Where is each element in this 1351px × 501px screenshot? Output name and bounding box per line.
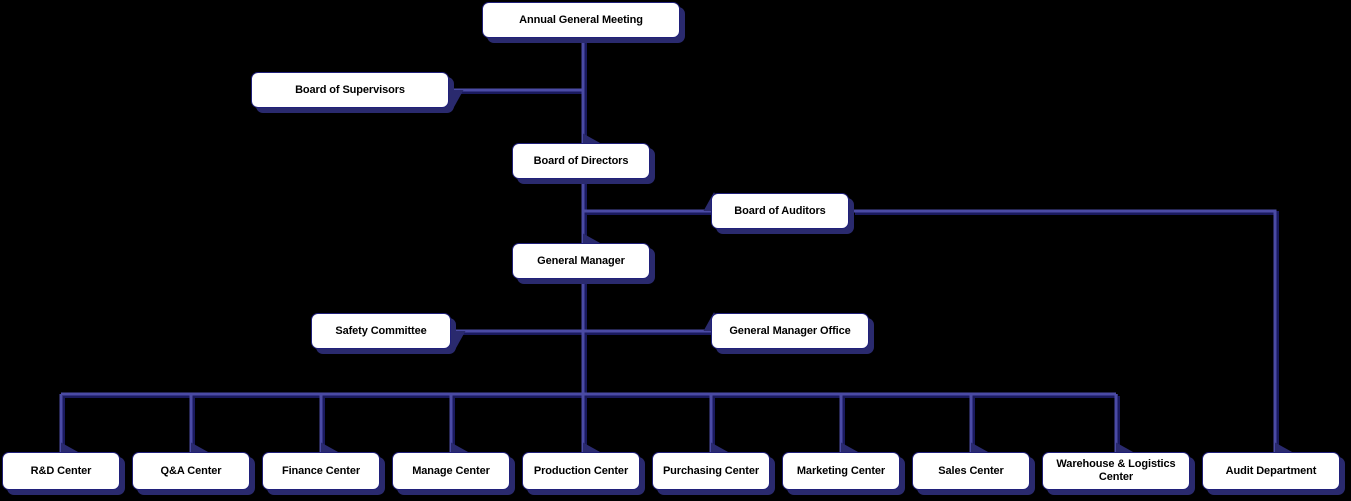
node-label-finance-center: Finance Center xyxy=(281,464,361,477)
node-label-sales-center: Sales Center xyxy=(938,464,1004,477)
node-label-safety-committee: Safety Committee xyxy=(335,324,427,337)
node-finance-center[interactable]: Finance Center xyxy=(262,452,380,490)
node-label-gm-office: General Manager Office xyxy=(729,324,851,337)
node-warehouse-center[interactable]: Warehouse & Logistics Center xyxy=(1042,452,1190,490)
node-label-marketing-center: Marketing Center xyxy=(796,464,886,477)
node-rd-center[interactable]: R&D Center xyxy=(2,452,120,490)
node-agm[interactable]: Annual General Meeting xyxy=(482,2,680,38)
node-marketing-center[interactable]: Marketing Center xyxy=(782,452,900,490)
node-manage-center[interactable]: Manage Center xyxy=(392,452,510,490)
node-directors[interactable]: Board of Directors xyxy=(512,143,650,179)
node-label-auditors: Board of Auditors xyxy=(734,204,826,217)
node-label-audit-department: Audit Department xyxy=(1225,464,1317,477)
node-general-manager[interactable]: General Manager xyxy=(512,243,650,279)
node-qa-center[interactable]: Q&A Center xyxy=(132,452,250,490)
node-label-rd-center: R&D Center xyxy=(30,464,92,477)
connector-shadows xyxy=(61,40,1279,455)
node-gm-office[interactable]: General Manager Office xyxy=(711,313,869,349)
node-label-supervisors: Board of Supervisors xyxy=(295,83,405,96)
node-label-directors: Board of Directors xyxy=(533,154,629,167)
node-label-qa-center: Q&A Center xyxy=(160,464,222,477)
node-sales-center[interactable]: Sales Center xyxy=(912,452,1030,490)
node-auditors[interactable]: Board of Auditors xyxy=(711,193,849,229)
node-audit-department[interactable]: Audit Department xyxy=(1202,452,1340,490)
node-label-general-manager: General Manager xyxy=(537,254,625,267)
node-label-production-center: Production Center xyxy=(533,464,629,477)
node-label-purchasing-center: Purchasing Center xyxy=(662,464,760,477)
node-label-warehouse-center: Warehouse & Logistics Center xyxy=(1056,458,1176,483)
node-safety-committee[interactable]: Safety Committee xyxy=(311,313,451,349)
node-production-center[interactable]: Production Center xyxy=(522,452,640,490)
node-label-manage-center: Manage Center xyxy=(412,464,490,477)
node-purchasing-center[interactable]: Purchasing Center xyxy=(652,452,770,490)
connector-lines xyxy=(59,38,1294,464)
node-supervisors[interactable]: Board of Supervisors xyxy=(251,72,449,108)
node-label-agm: Annual General Meeting xyxy=(519,13,643,26)
